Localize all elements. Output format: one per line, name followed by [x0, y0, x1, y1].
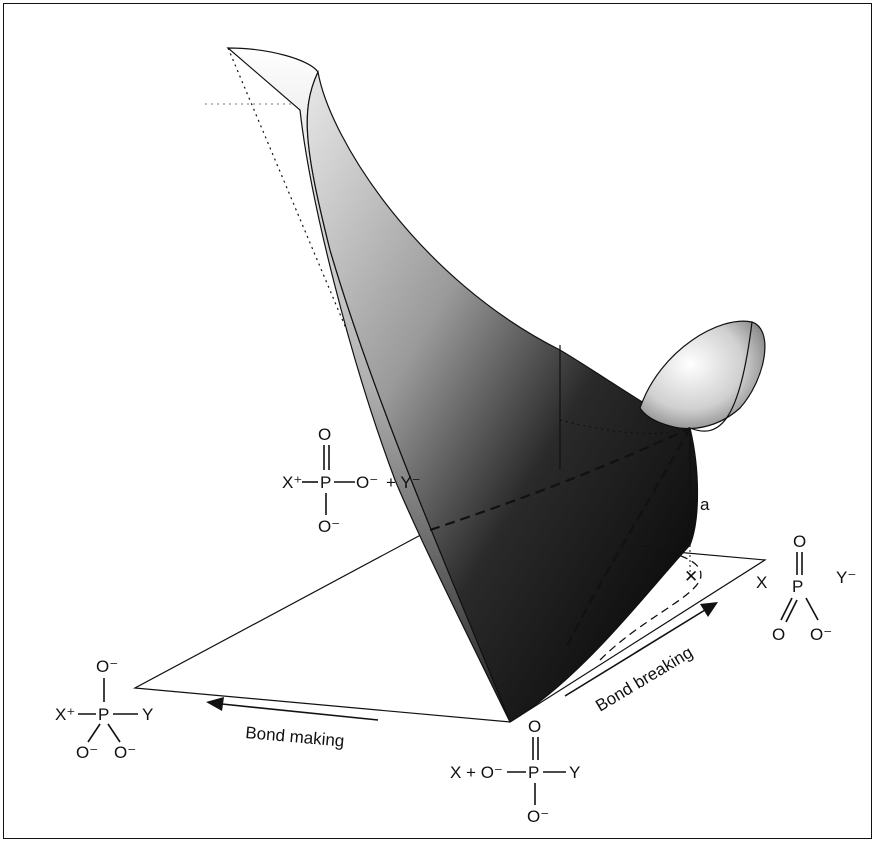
o-bottom-label: O⁻ — [527, 807, 549, 826]
p-label: P — [792, 577, 803, 596]
o-top-label: O⁻ — [96, 657, 118, 676]
o-br-label: O⁻ — [810, 625, 832, 644]
x-plus-label: X⁺ — [282, 473, 302, 492]
x-plus-label: X + O⁻ — [450, 763, 503, 782]
y-minus-label: Y⁻ — [836, 568, 856, 587]
structure-phosphoryl-top-left: O X⁺ P O⁻ + Y⁻ O⁻ — [282, 425, 421, 536]
o-bl-label: O⁻ — [76, 743, 98, 762]
bond-making-label: Bond making — [245, 723, 346, 751]
bond-breaking-arrow-head — [700, 602, 718, 617]
o-br-label: O⁻ — [114, 743, 136, 762]
projected-path — [599, 544, 702, 661]
lobe-edge — [689, 321, 753, 432]
o-top-label: O — [318, 425, 331, 444]
y-label: Y — [142, 705, 153, 724]
o-right-label: O⁻ — [356, 473, 378, 492]
o-top-label: O — [528, 717, 541, 736]
y-label: Y — [569, 763, 580, 782]
reaction-path-dotted — [559, 419, 691, 435]
bond-breaking-label: Bond breaking — [592, 643, 696, 716]
structure-bottom-reactant: O X + O⁻ P Y O⁻ — [450, 717, 580, 826]
structure-metaphosphate-right: X O P Y⁻ O O⁻ — [756, 532, 856, 644]
p-label: P — [528, 763, 539, 782]
energy-surface-lobe — [639, 320, 766, 430]
reaction-coordinate-plane — [132, 529, 767, 723]
structure-pentacoordinate-left: O⁻ X⁺ P Y O⁻ O⁻ — [55, 657, 153, 762]
arrow-a-head — [685, 528, 695, 542]
bond-making-arrow-head — [206, 697, 224, 711]
o-bottom-label: O⁻ — [318, 517, 340, 536]
x-plus-label: X⁺ — [55, 705, 75, 724]
bond-breaking-arrow-shaft — [564, 609, 706, 697]
arrow-a-label: a — [700, 495, 710, 514]
o-bl-label: O — [772, 625, 785, 644]
plus-y-label: + Y⁻ — [386, 473, 421, 492]
p-label: P — [320, 473, 331, 492]
projection-cross-mark: ✕ — [684, 567, 698, 586]
x-label: X — [756, 573, 767, 592]
bond-making-arrow-shaft — [221, 703, 379, 721]
energy-surface-right-sheet — [306, 70, 699, 723]
figure-frame — [3, 3, 872, 839]
reaction-path-dashed — [429, 427, 691, 532]
o-top-label: O — [793, 532, 806, 551]
reaction-path-dashed-2 — [564, 427, 691, 651]
p-label: P — [98, 705, 109, 724]
